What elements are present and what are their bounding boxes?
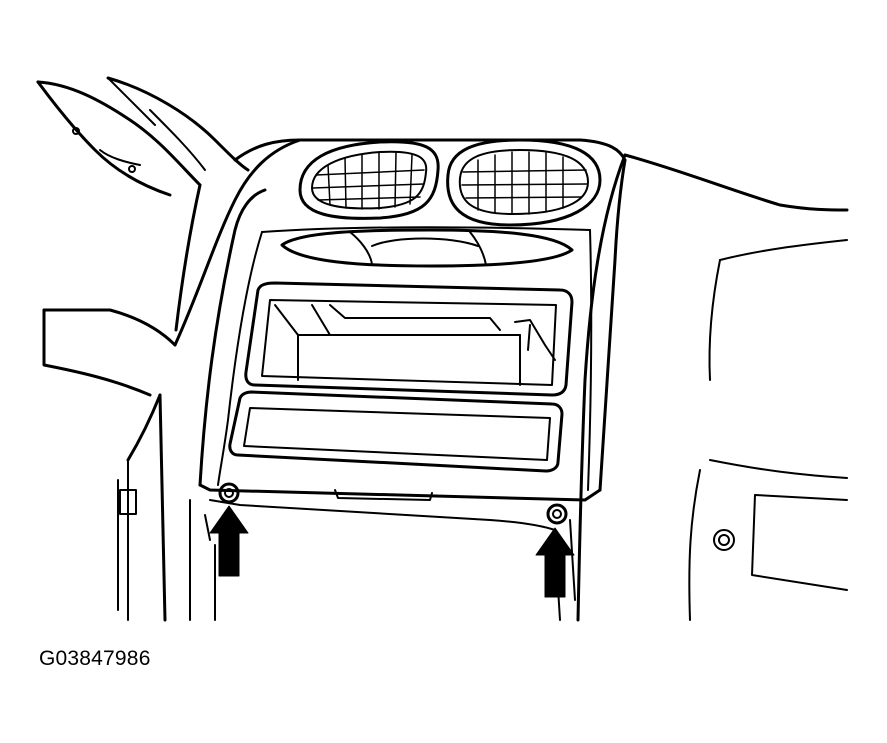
right-air-vent — [446, 138, 602, 227]
center-console-cover — [198, 138, 627, 502]
left-retaining-screw — [218, 482, 240, 504]
right-dash-panel — [576, 153, 849, 622]
figure-id-label: G03847986 — [39, 647, 151, 670]
left-screw-arrow — [209, 505, 249, 577]
left-air-vent — [298, 140, 440, 220]
switch-recess — [280, 228, 574, 268]
right-screw-arrow — [535, 527, 575, 598]
lower-storage-opening — [228, 390, 564, 473]
left-pillar-trim — [36, 76, 250, 197]
right-retaining-screw — [546, 503, 568, 525]
radio-opening-upper — [244, 281, 574, 397]
lower-dash-edge — [189, 489, 576, 621]
left-dash-side-panel — [42, 138, 302, 622]
